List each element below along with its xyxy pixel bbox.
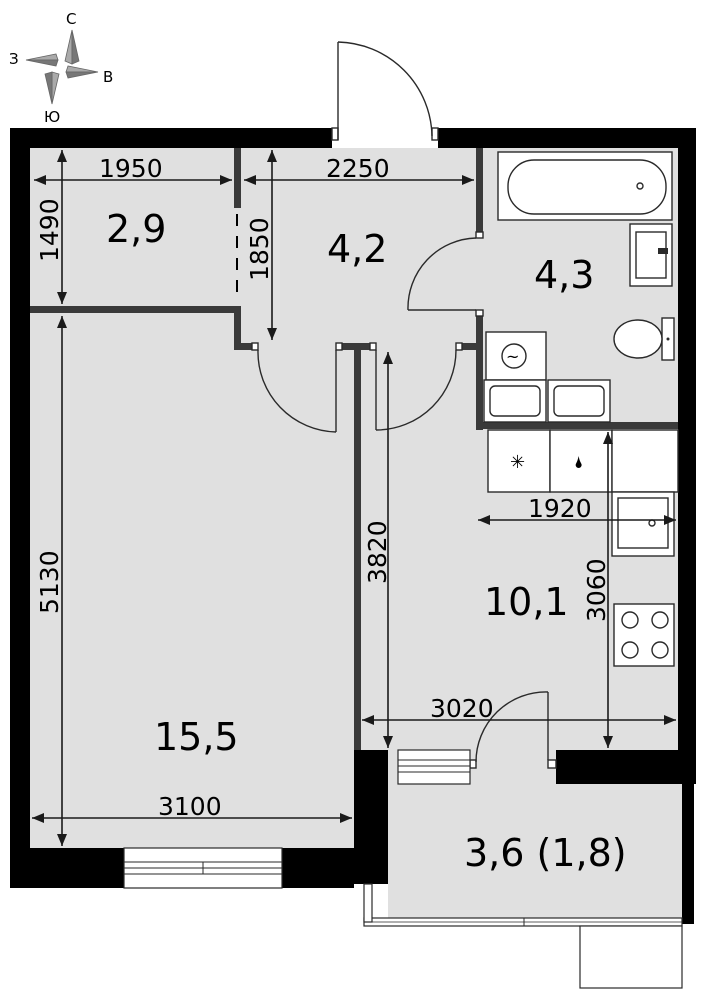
toilet — [613, 317, 675, 361]
kitchen-door[interactable] — [369, 342, 463, 431]
wall-top-left — [10, 128, 332, 148]
doors — [251, 41, 557, 769]
balcony-glazing — [363, 883, 683, 989]
compass: С В Ю З — [9, 10, 113, 126]
dim-kitchen-depth-left: 3820 — [363, 520, 392, 584]
dim-living-width: 3100 — [158, 792, 222, 821]
dim-kitchen-depth-right: 3060 — [582, 558, 611, 622]
compass-east-label: В — [103, 68, 113, 86]
room-area-living: 15,5 — [154, 715, 239, 759]
compass-north-label: С — [66, 10, 76, 28]
kitchen-counter — [611, 429, 679, 493]
wall-balcony-left — [354, 750, 388, 884]
bathroom-door[interactable] — [407, 231, 484, 317]
room-area-corridor: 4,2 — [327, 227, 387, 271]
compass-north-arrow-shade — [71, 29, 80, 65]
living-room-window — [123, 847, 283, 889]
dim-corridor-depth: 1850 — [245, 217, 274, 281]
wall-right — [678, 128, 696, 750]
entrance-door[interactable] — [331, 41, 439, 141]
partition-corridor-kitchen-b — [458, 343, 478, 350]
stove — [613, 603, 675, 667]
dim-kitchen-width-upper: 1920 — [528, 494, 592, 523]
washing-machine: ~ — [485, 331, 547, 381]
room-area-kitchen: 10,1 — [484, 580, 569, 624]
fridge: ✳ 🌢 — [487, 429, 613, 493]
partition-living-corridor-a — [234, 306, 241, 350]
compass-west-arrow — [25, 53, 59, 61]
windows — [123, 749, 683, 989]
compass-east-arrow-shade — [65, 71, 99, 79]
wall-left — [10, 128, 30, 888]
room-area-balcony: 3,6 (1,8) — [464, 831, 627, 875]
partition-corridor-bath-lower — [476, 314, 483, 430]
room-area-storage: 2,9 — [106, 207, 166, 251]
dimension-lines — [32, 150, 676, 846]
compass-east-arrow — [65, 65, 99, 73]
living-room-door[interactable] — [251, 342, 343, 433]
exterior-walls — [10, 128, 696, 924]
balcony-window — [397, 749, 471, 785]
wall-bottom-left — [10, 848, 124, 888]
wall-bottom-mid — [282, 848, 354, 888]
kitchen-sink — [611, 491, 675, 557]
partition-storage-living — [30, 306, 234, 313]
bathroom-cabinets — [483, 379, 611, 423]
wall-top-right — [438, 128, 696, 148]
compass-west-label: З — [9, 50, 19, 68]
kitchen-fixtures: ✳ 🌢 — [487, 429, 679, 667]
balcony-floor — [388, 784, 682, 918]
sink — [629, 223, 673, 287]
partition-storage-corridor — [234, 148, 241, 208]
freezer-symbol: ✳ — [510, 452, 525, 473]
partition-living-kitchen — [354, 343, 361, 750]
room-labels: 2,9 4,2 4,3 10,1 15,5 3,6 (1,8) — [106, 207, 627, 875]
partition-living-corridor-b — [234, 343, 254, 350]
compass-south-arrow-shade — [44, 71, 53, 105]
partition-walls — [30, 148, 678, 750]
compass-north-arrow — [64, 29, 73, 65]
dim-storage-depth: 1490 — [35, 198, 64, 262]
balcony-planter — [579, 925, 683, 989]
dim-living-depth: 5130 — [35, 550, 64, 614]
washer-symbol: ~ — [506, 347, 519, 366]
compass-south-label: Ю — [44, 108, 60, 126]
partition-corridor-bath-upper — [476, 148, 483, 236]
compass-west-arrow-shade — [25, 59, 59, 67]
bathroom-fixtures: ~ — [483, 151, 675, 423]
dim-corridor-width: 2250 — [326, 154, 390, 183]
dim-kitchen-width-lower: 3020 — [430, 694, 494, 723]
dimension-labels: 1950 2250 1490 1850 5130 3820 3060 1920 … — [35, 154, 611, 821]
room-area-bathroom: 4,3 — [534, 253, 594, 297]
bathtub — [497, 151, 673, 221]
wall-balcony-top-right — [556, 750, 696, 784]
compass-south-arrow — [51, 71, 60, 105]
partition-bath-kitchen — [476, 422, 678, 429]
wall-balcony-right — [682, 784, 694, 924]
balcony-door[interactable] — [469, 691, 557, 769]
dim-storage-width: 1950 — [99, 154, 163, 183]
water-symbol: 🌢 — [574, 453, 584, 472]
